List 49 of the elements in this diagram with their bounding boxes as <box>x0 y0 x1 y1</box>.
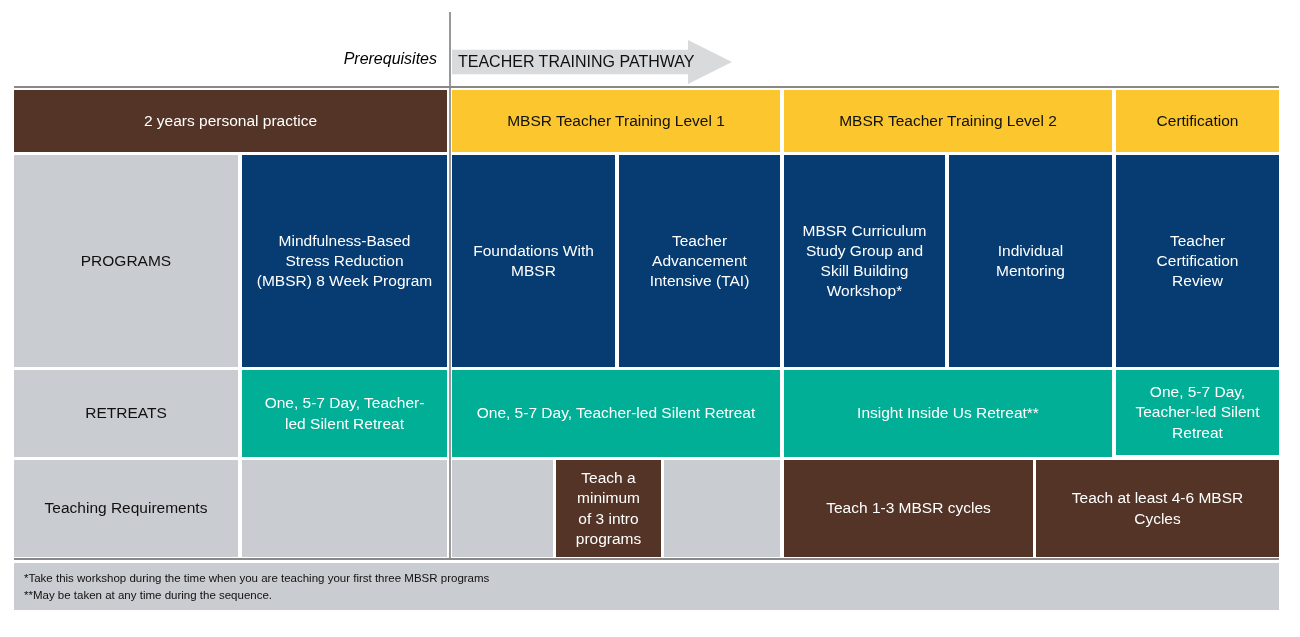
retreat-cell <box>452 370 780 457</box>
cell-text: 2 years personal practice <box>142 110 319 131</box>
program-cell <box>949 155 1112 367</box>
row-header <box>14 460 238 557</box>
cell-text: Mindfulness-Based Stress Reduction (MBSR) 8 Week Program <box>255 230 434 292</box>
pathway-arrow <box>452 40 732 84</box>
program-cell <box>619 155 780 367</box>
program-cell <box>452 155 615 367</box>
header-band <box>784 90 1112 152</box>
cell-text: MBSR Teacher Training Level 2 <box>838 110 1058 131</box>
header-band <box>1116 90 1279 152</box>
footnote-band <box>14 563 1279 610</box>
program-cell <box>784 155 945 367</box>
row-label: Teaching Requirements <box>43 498 209 519</box>
cell-text: Individual Mentoring <box>995 240 1066 281</box>
header-band <box>14 90 447 152</box>
footnote: *Take this workshop during the time when you are teaching your first three MBSR programs <box>24 570 490 586</box>
column-label: Prerequisites <box>343 50 437 68</box>
retreat-cell <box>1116 370 1279 455</box>
cell-text: Teacher Certification Review <box>1155 230 1240 292</box>
pathway-title: TEACHER TRAINING PATHWAY <box>457 51 696 72</box>
cell-text: Teach at least 4-6 MBSR Cycles <box>1070 488 1245 529</box>
cell-text: One, 5-7 Day, Teacher-led Silent Retreat <box>1134 382 1261 443</box>
row-label: RETREATS <box>84 403 168 424</box>
cell-text: Teach a minimum of 3 intro programs <box>574 468 643 549</box>
cell-text: MBSR Teacher Training Level 1 <box>506 110 726 131</box>
retreat-cell <box>784 370 1112 457</box>
cell-text: Insight Inside Us Retreat** <box>856 403 1040 424</box>
requirement-cell <box>556 460 661 557</box>
row-label: PROGRAMS <box>79 250 173 271</box>
cell-text: Certification <box>1155 110 1240 131</box>
retreat-cell <box>242 370 447 457</box>
program-cell <box>242 155 447 367</box>
requirement-cell <box>784 460 1033 557</box>
empty-cell <box>452 460 553 557</box>
header-band <box>452 90 780 152</box>
cell-text: Teacher Advancement Intensive (TAI) <box>648 230 751 292</box>
cell-text: One, 5-7 Day, Teacher-led Silent Retreat <box>263 393 426 434</box>
empty-cell <box>242 460 447 557</box>
requirement-cell <box>1036 460 1279 557</box>
footnote: **May be taken at any time during the sequence. <box>24 587 273 603</box>
cell-text: Teach 1-3 MBSR cycles <box>825 498 992 519</box>
cell-text: Foundations With MBSR <box>472 240 595 281</box>
row-header <box>14 155 238 367</box>
empty-cell <box>664 460 780 557</box>
cell-text: MBSR Curriculum Study Group and Skill Building Workshop* <box>801 220 928 302</box>
cell-text: One, 5-7 Day, Teacher-led Silent Retreat <box>475 403 757 424</box>
program-cell <box>1116 155 1279 367</box>
row-header <box>14 370 238 457</box>
